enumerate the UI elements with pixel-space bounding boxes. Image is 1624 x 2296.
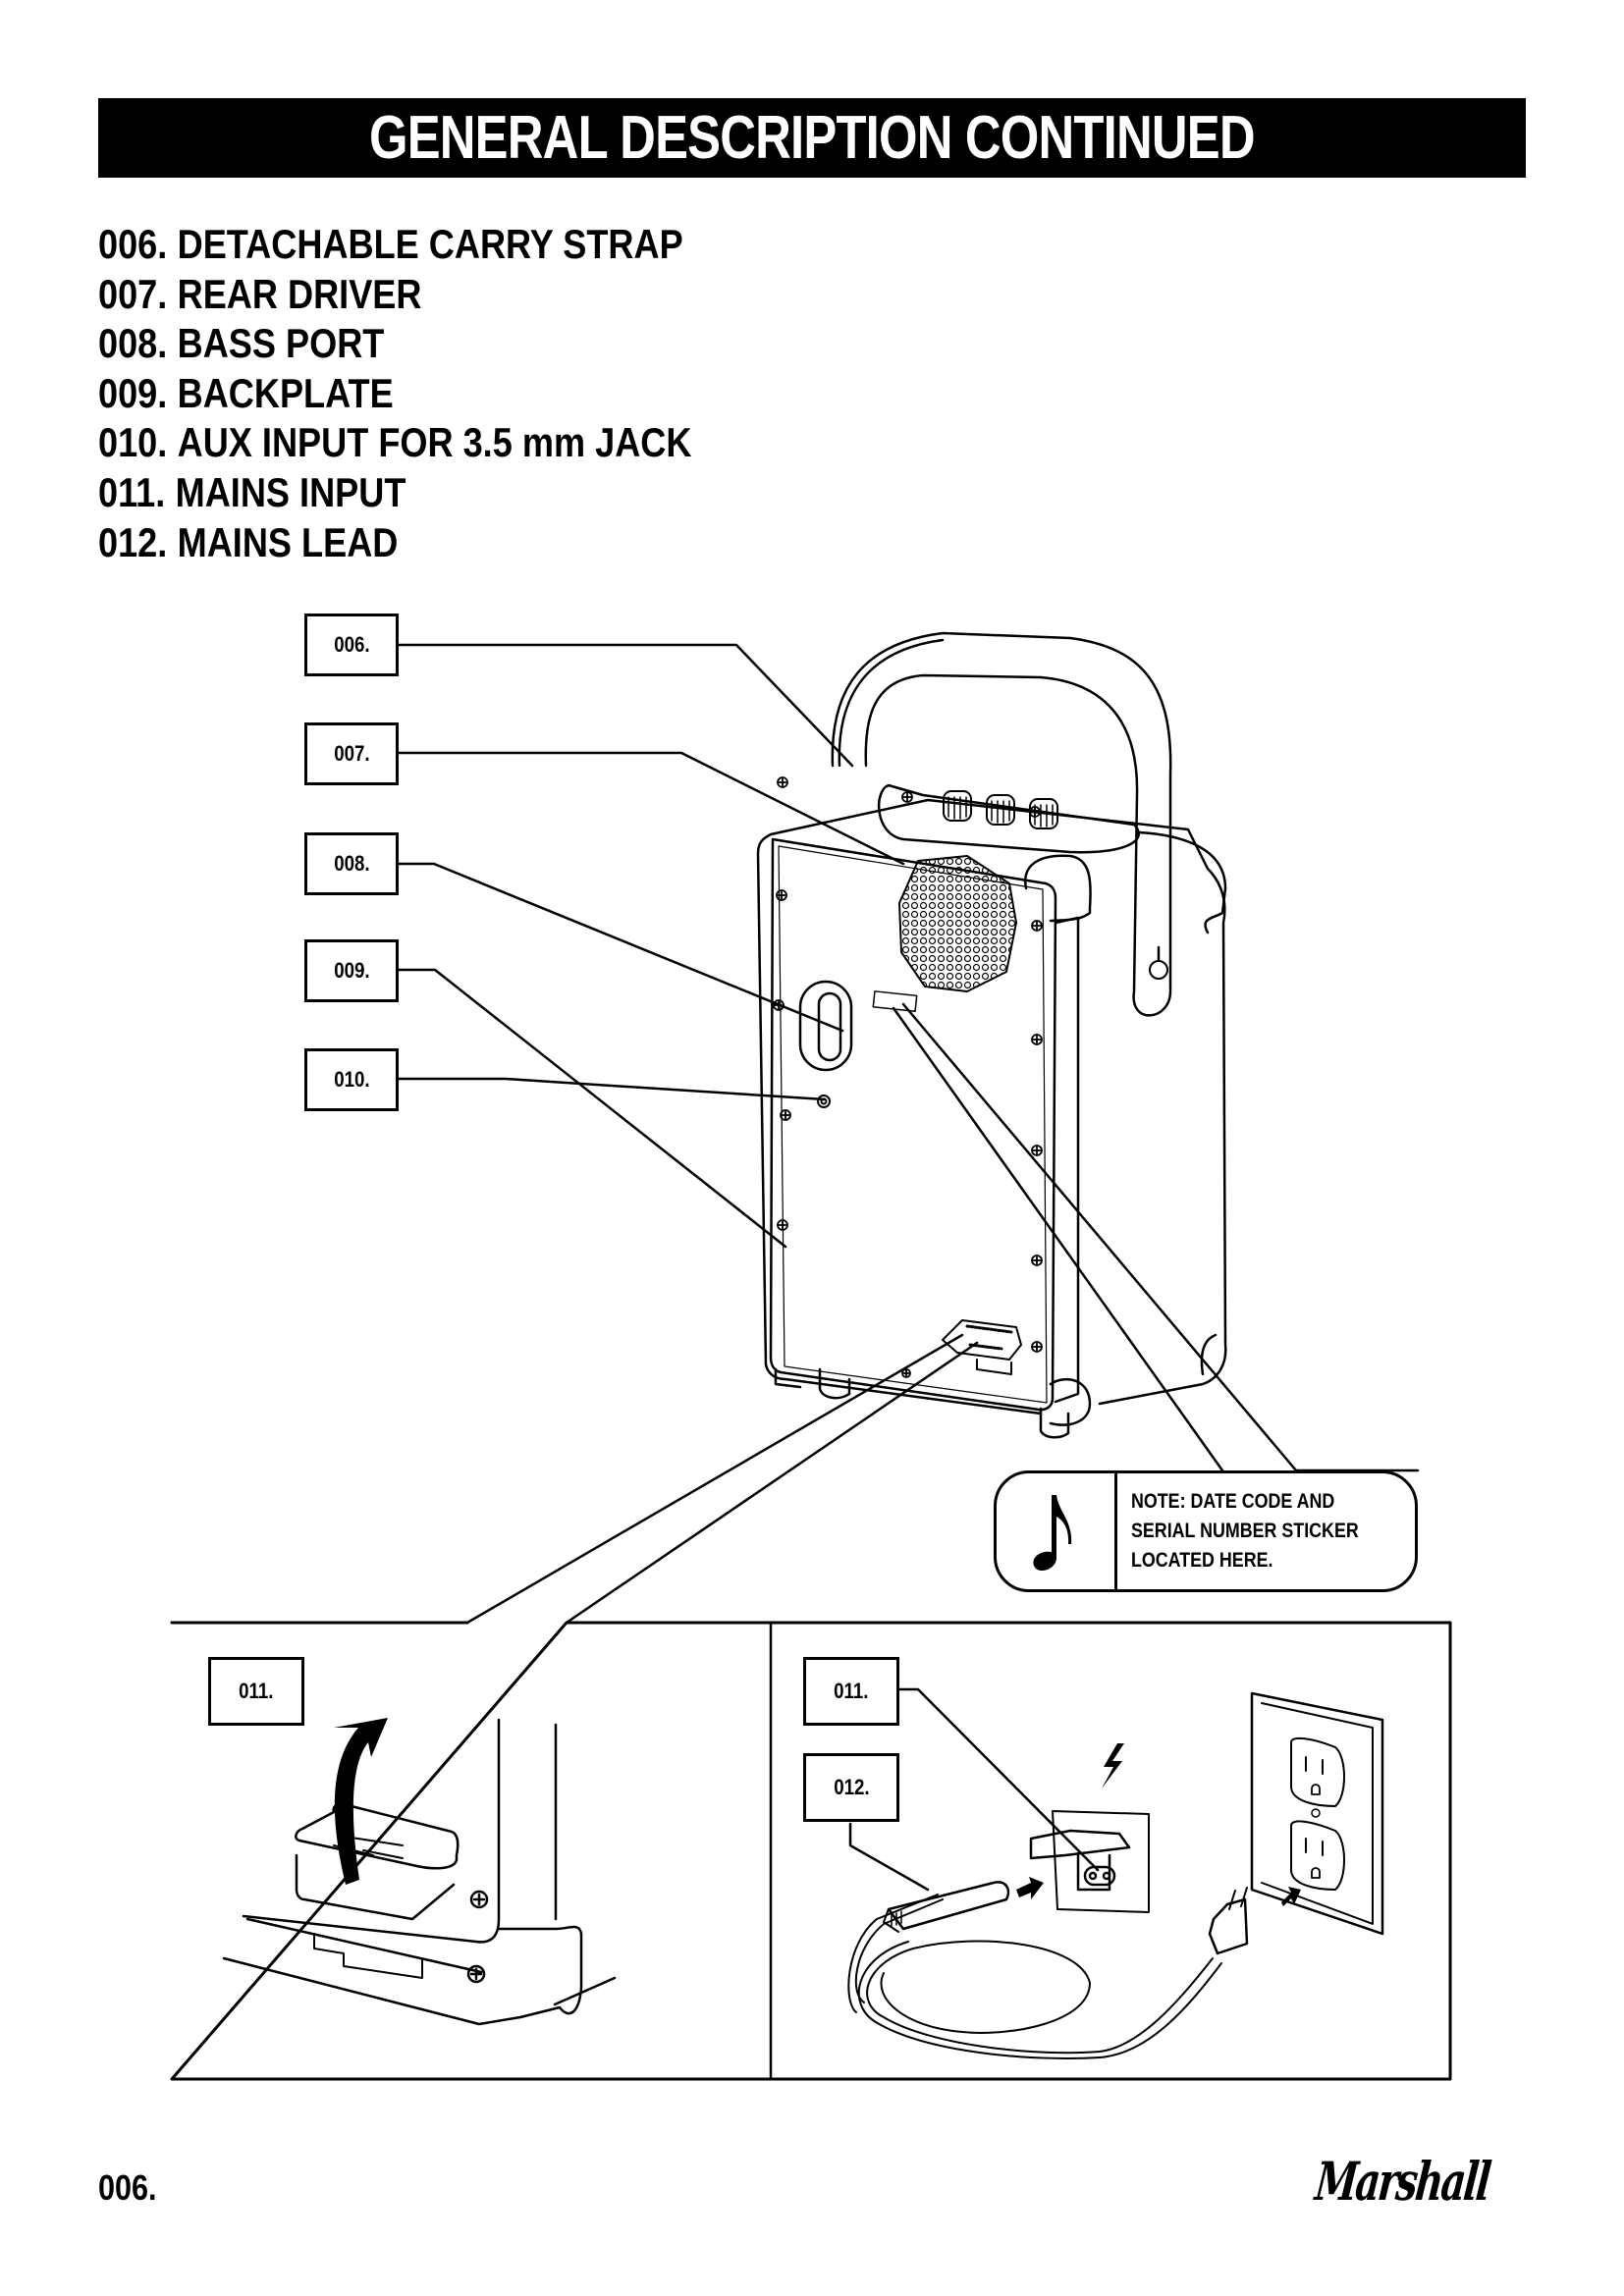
part-number: 008. — [98, 320, 168, 367]
callout-009: 009. — [304, 939, 399, 1002]
note-line: SERIAL NUMBER STICKER — [1131, 1520, 1359, 1542]
mains-input-cover — [942, 1319, 1022, 1375]
part-number: 010. — [98, 419, 168, 466]
callout-label: 011. — [834, 1679, 869, 1703]
note-text: NOTE: DATE CODE AND SERIAL NUMBER STICKE… — [1117, 1473, 1399, 1589]
callout-label: 009. — [333, 958, 370, 983]
mains-lead-detail — [847, 1691, 1384, 2059]
part-number: 006. — [98, 221, 168, 267]
control-knobs — [943, 790, 1058, 829]
parts-list-item: 008.BASS PORT — [98, 319, 691, 369]
part-label: BACKPLATE — [177, 369, 394, 416]
parts-list-item: 006.DETACHABLE CARRY STRAP — [98, 220, 691, 270]
page-title: GENERAL DESCRIPTION CONTINUED — [369, 104, 1256, 172]
note-icon-cell — [997, 1473, 1117, 1589]
callout-012: 012. — [803, 1753, 899, 1822]
part-label: MAINS LEAD — [177, 518, 399, 565]
part-number: 009. — [98, 369, 168, 416]
callout-008: 008. — [304, 832, 399, 895]
insert-arrows — [1016, 1877, 1301, 1906]
bass-port — [798, 980, 853, 1072]
rear-driver-grille — [898, 855, 1017, 992]
parts-list-item: 011.MAINS INPUT — [98, 468, 691, 518]
part-label: DETACHABLE CARRY STRAP — [177, 221, 683, 267]
page-header-bar: GENERAL DESCRIPTION CONTINUED — [98, 98, 1526, 178]
page-number: 006. — [98, 2167, 157, 2208]
callout-007: 007. — [304, 722, 399, 785]
part-label: BASS PORT — [177, 320, 385, 367]
note-line: LOCATED HERE. — [1131, 1549, 1273, 1572]
iec-c8-socket — [1083, 1865, 1116, 1887]
part-label: REAR DRIVER — [177, 270, 422, 317]
callout-label: 006. — [333, 632, 370, 657]
callout-006: 006. — [304, 614, 399, 676]
callout-label: 011. — [239, 1679, 274, 1703]
carry-strap — [831, 631, 1172, 1017]
speaker-cabinet — [756, 783, 1227, 1439]
lightning-bolt-icon — [1102, 1743, 1124, 1789]
mains-input-detail — [222, 1718, 617, 2026]
screw-icons — [773, 776, 1043, 1378]
wall-outlet-icon — [1250, 1691, 1384, 1936]
parts-list-item: 012.MAINS LEAD — [98, 518, 691, 568]
callout-010: 010. — [304, 1048, 399, 1111]
part-number: 011. — [98, 468, 166, 515]
part-label: MAINS INPUT — [175, 468, 406, 515]
callout-label: 007. — [333, 741, 370, 766]
parts-list-item: 010.AUX INPUT FOR 3.5 mm JACK — [98, 418, 691, 468]
callout-label: 012. — [833, 1775, 870, 1799]
parts-list-item: 009.BACKPLATE — [98, 369, 691, 419]
callout-leader-lines — [397, 643, 1420, 1625]
part-number: 007. — [98, 270, 168, 317]
serial-sticker-note: NOTE: DATE CODE AND SERIAL NUMBER STICKE… — [994, 1470, 1418, 1592]
marshall-logo: Marshall — [1312, 2150, 1492, 2213]
part-label: AUX INPUT FOR 3.5 mm JACK — [177, 419, 692, 466]
parts-list: 006.DETACHABLE CARRY STRAP 007.REAR DRIV… — [98, 220, 788, 567]
callout-label: 010. — [333, 1067, 370, 1092]
callout-label: 008. — [333, 851, 370, 876]
detail-panels — [170, 1621, 1452, 2081]
note-line: NOTE: DATE CODE AND — [1131, 1490, 1335, 1513]
parts-list-item: 007.REAR DRIVER — [98, 270, 691, 320]
aux-input — [817, 1095, 831, 1108]
part-number: 012. — [98, 518, 168, 565]
power-plug-icon — [1208, 1897, 1249, 1955]
curved-arrow-up-icon — [334, 1718, 388, 1885]
music-note-icon — [1033, 1495, 1072, 1572]
callout-011-right: 011. — [803, 1657, 899, 1726]
callout-011-left: 011. — [208, 1657, 304, 1726]
